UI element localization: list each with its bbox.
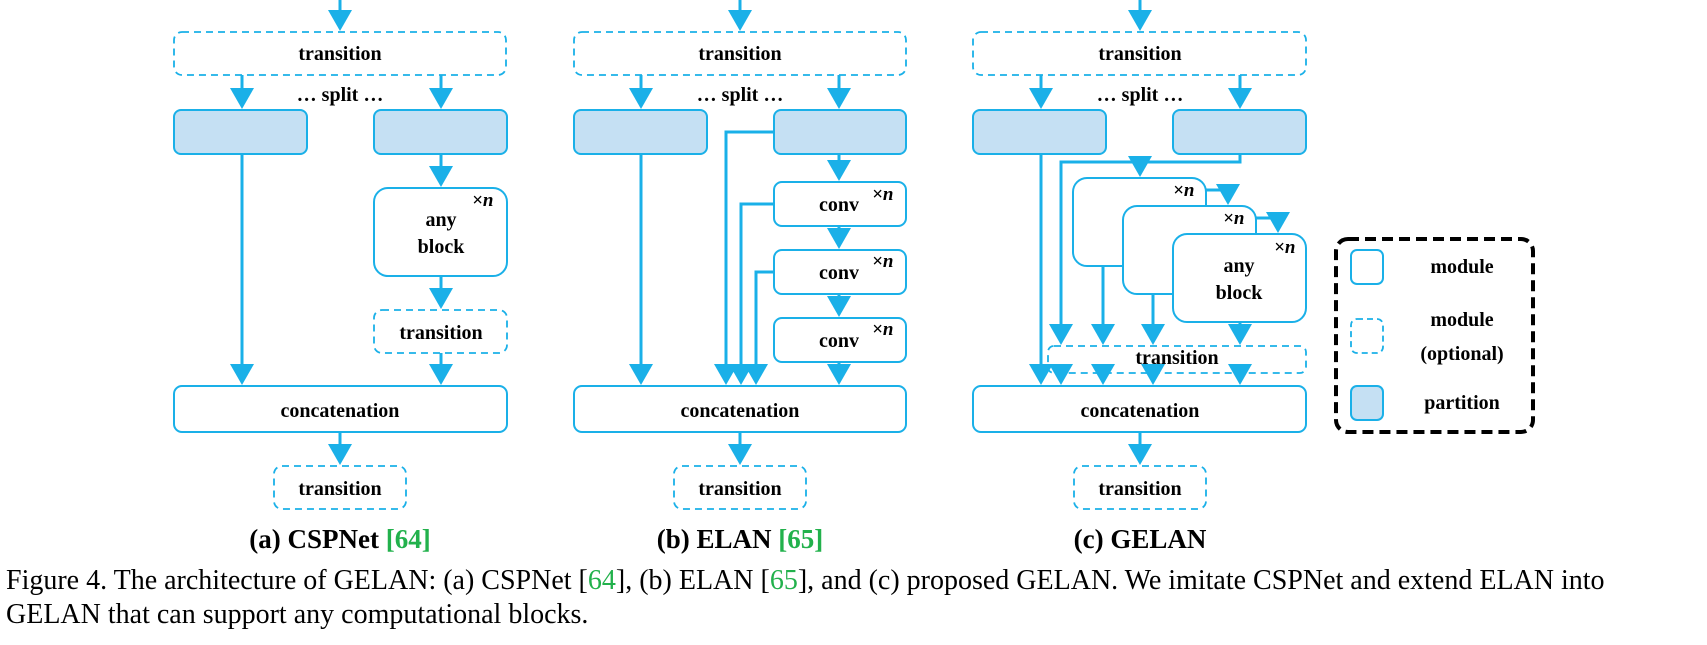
cspnet-partition-left (173, 109, 308, 155)
gelan-bottom-transition-label: transition (1098, 478, 1181, 500)
gelan-top-transition (972, 31, 1307, 76)
legend-partition-swatch (1350, 385, 1384, 421)
cspnet-top-transition (173, 31, 507, 76)
cspnet-labels: transition … split … any block ×n transi… (249, 43, 493, 554)
gelan-labels: transition … split … ×n ×n ×n any block … (1074, 43, 1296, 554)
gelan-subtitle: (c) GELAN (1074, 524, 1207, 554)
cspnet-block-label: block (418, 236, 466, 258)
cspnet-times-n-label: ×n (472, 190, 493, 211)
gelan-transition-label: transition (1098, 43, 1181, 65)
cspnet-bottom-transition-label: transition (298, 478, 381, 500)
legend-partition-label: partition (1424, 392, 1500, 414)
cspnet-diagram (173, 0, 508, 510)
gelan-back-times-n: ×n (1173, 180, 1194, 201)
gelan-front-times-n: ×n (1274, 237, 1295, 258)
elan-subtitle: (b) ELAN [65] (657, 524, 824, 554)
gelan-concatenation-label: concatenation (1081, 400, 1200, 422)
cspnet-transition-label: transition (298, 43, 381, 65)
gelan-partition-left (972, 109, 1107, 155)
elan-partition-left (573, 109, 708, 155)
cspnet-any-label: any (425, 209, 456, 231)
elan-concatenation-label: concatenation (681, 400, 800, 422)
gelan-block-label: block (1216, 282, 1264, 304)
gelan-diagram (972, 0, 1307, 510)
elan-top-transition (573, 31, 907, 76)
elan-conv-2-times-n: ×n (872, 251, 893, 272)
elan-conv-3-times-n: ×n (872, 319, 893, 340)
cspnet-subtitle: (a) CSPNet [64] (249, 524, 430, 554)
gelan-any-label: any (1223, 255, 1254, 277)
elan-diagram (573, 0, 907, 510)
elan-split-label: … split … (697, 84, 784, 106)
gelan-middle-times-n: ×n (1223, 208, 1244, 229)
legend-optional-label-1: module (1430, 309, 1493, 331)
legend-optional-label-2: (optional) (1420, 343, 1503, 365)
cspnet-inner-transition-label: transition (399, 322, 482, 344)
legend-frame (1334, 237, 1535, 434)
elan-labels: transition … split … conv ×n conv ×n con… (657, 43, 894, 554)
legend-optional-swatch (1350, 318, 1384, 354)
cspnet-split-label: … split … (297, 84, 384, 106)
figure-caption: Figure 4. The architecture of GELAN: (a)… (6, 565, 1605, 630)
cspnet-partition-right (373, 109, 508, 155)
elan-conv-1-times-n: ×n (872, 184, 893, 205)
elan-conv-3-label: conv (819, 330, 859, 352)
legend-module-swatch (1350, 249, 1384, 285)
legend-module-label: module (1430, 256, 1493, 278)
elan-transition-label: transition (698, 43, 781, 65)
gelan-split-label: … split … (1097, 84, 1184, 106)
gelan-architecture-diagram: transition … split … any block ×n transi… (173, 0, 1535, 554)
gelan-partition-right (1172, 109, 1307, 155)
gelan-inner-transition (1047, 345, 1307, 374)
cspnet-concatenation-label: concatenation (281, 400, 400, 422)
elan-conv-1-label: conv (819, 194, 859, 216)
elan-partition-right (773, 109, 907, 155)
elan-conv-2-label: conv (819, 262, 859, 284)
legend: module module (optional) partition (1334, 237, 1535, 434)
elan-bottom-transition-label: transition (698, 478, 781, 500)
gelan-inner-transition-label: transition (1135, 347, 1218, 369)
